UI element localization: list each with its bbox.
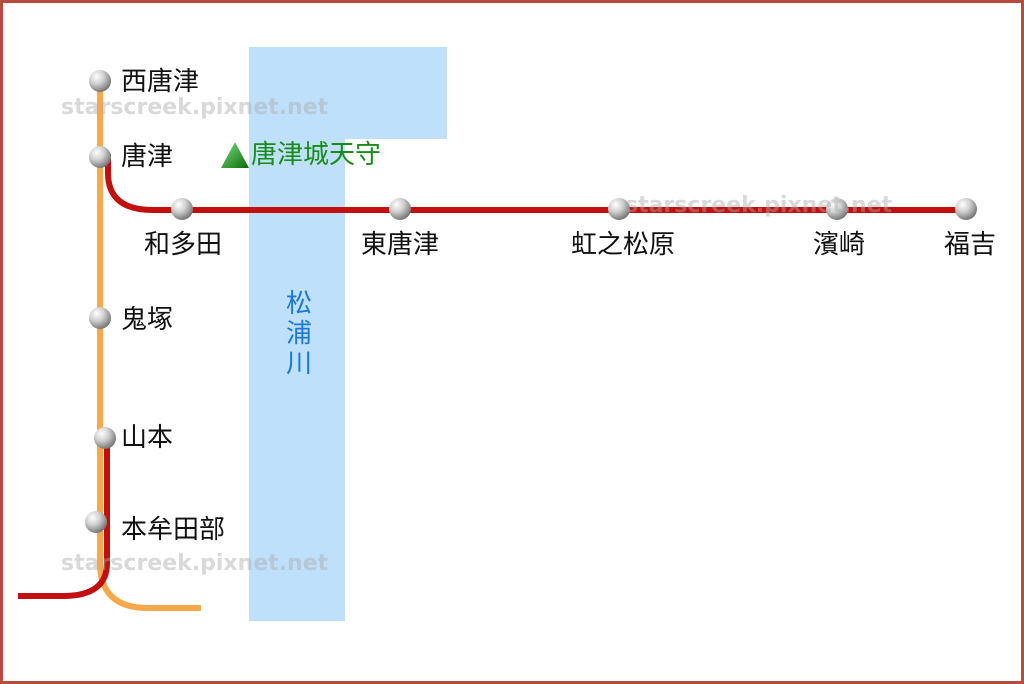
river-label-char: 浦 — [285, 319, 312, 349]
station-label-yamamoto: 山本 — [121, 423, 174, 453]
river-shape-lower — [249, 47, 345, 621]
station-label-honmutabe: 本牟田部 — [121, 515, 226, 545]
station-dot-nijinomatsubara — [608, 198, 630, 220]
station-dot-wata — [171, 198, 193, 220]
station-label-karatsu: 唐津 — [121, 142, 174, 172]
red-line-main-route — [100, 154, 965, 213]
river-label-char: 松 — [285, 289, 312, 319]
red-line-south-route — [18, 438, 110, 599]
station-dot-honmutabe — [85, 511, 107, 533]
station-label-hamasaki: 濱崎 — [812, 230, 866, 260]
station-dot-onizuka — [89, 307, 111, 329]
river-shape-upper — [249, 47, 447, 139]
landmark-karatsu-castle: 唐津城天守 — [219, 140, 381, 170]
station-dot-karatsu — [89, 146, 111, 168]
river-label: 松 浦 川 — [281, 289, 317, 379]
orange-line-route — [97, 81, 201, 611]
station-label-nishikaratsu: 西唐津 — [121, 67, 200, 97]
station-label-higashikaratsu: 東唐津 — [360, 230, 440, 260]
station-label-nijinomatsubara: 虹之松原 — [570, 230, 676, 260]
station-dot-fukuyoshi — [955, 198, 977, 220]
station-label-fukuyoshi: 福吉 — [943, 230, 997, 260]
station-dot-hamasaki — [826, 198, 848, 220]
landmark-label: 唐津城天守 — [251, 140, 382, 170]
station-dot-nishikaratsu — [89, 70, 111, 92]
station-label-wata: 和多田 — [143, 230, 223, 260]
station-dot-yamamoto — [94, 427, 116, 449]
station-label-onizuka: 鬼塚 — [121, 305, 174, 335]
map-graphics — [18, 47, 977, 621]
river-label-char: 川 — [285, 349, 312, 379]
station-dot-higashikaratsu — [389, 198, 411, 220]
green-triangle-icon — [221, 142, 249, 168]
